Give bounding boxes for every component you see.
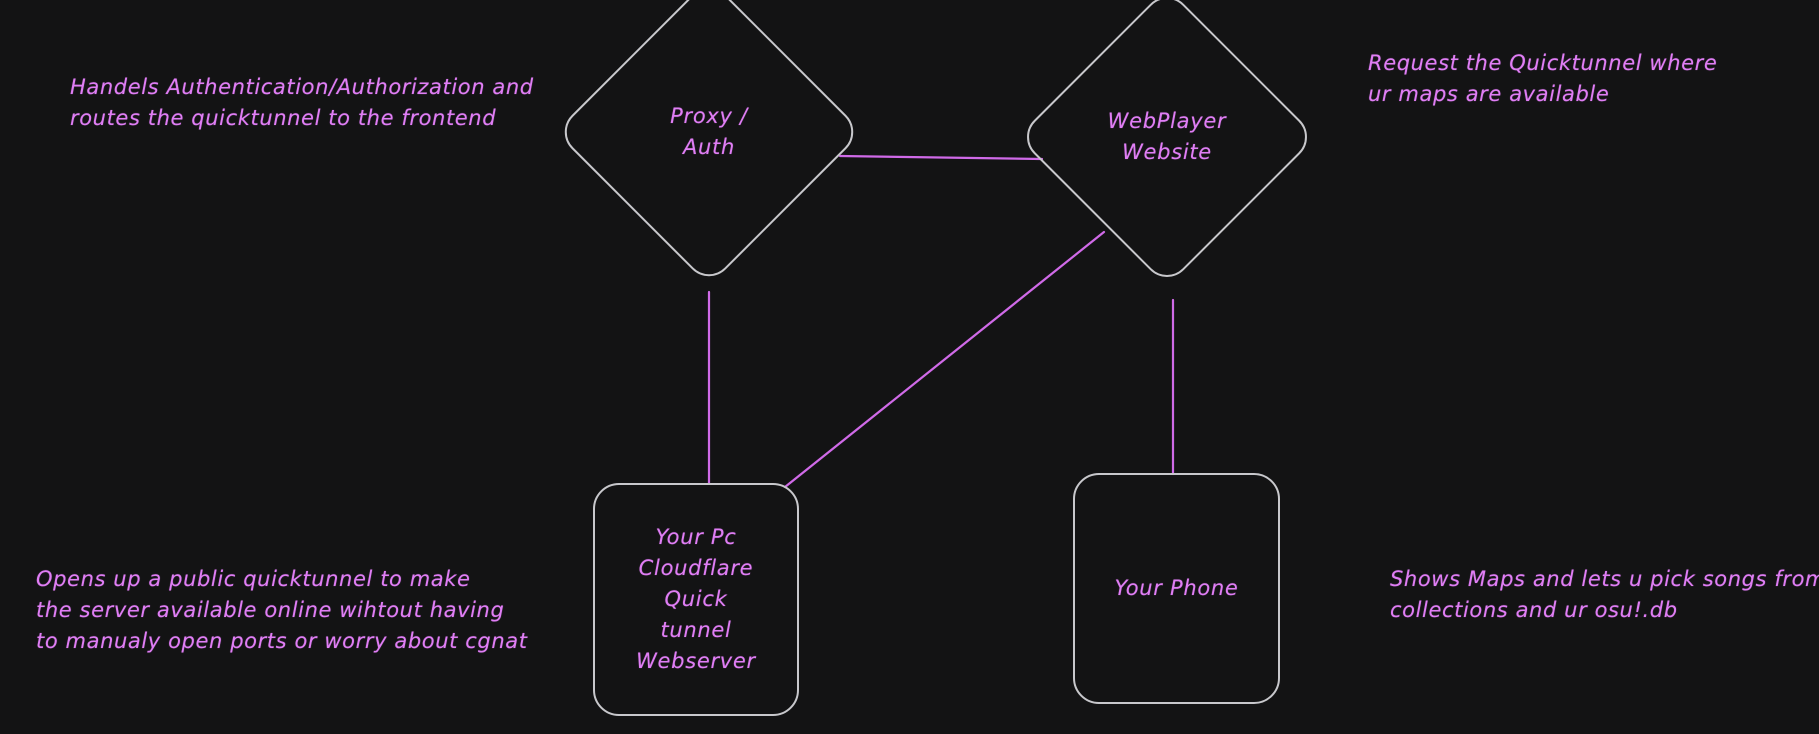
node-label-your-phone: Your Phone — [1114, 576, 1239, 600]
node-label-proxy: Proxy / Auth — [670, 104, 748, 159]
rect-outline-your-pc — [593, 483, 799, 716]
node-webplayer-website[interactable]: WebPlayer Website — [1017, 0, 1317, 287]
edge-proxy-to-web — [838, 154, 1044, 161]
rect-outline-your-phone — [1073, 473, 1280, 704]
node-your-phone[interactable]: Your Phone — [1073, 473, 1280, 704]
edge-web-to-pc — [783, 230, 1106, 489]
annotation-webplayer: Request the Quicktunnel where ur maps ar… — [1368, 51, 1718, 106]
node-proxy-auth[interactable]: Proxy / Auth — [554, 0, 864, 287]
annotation-proxy-auth: Handels Authentication/Authorization and… — [70, 75, 534, 130]
node-label-webplayer: WebPlayer Website — [1107, 109, 1227, 164]
annotation-your-phone: Shows Maps and lets u pick songs from co… — [1390, 567, 1819, 622]
annotation-your-pc: Opens up a public quicktunnel to make th… — [36, 567, 528, 653]
node-your-pc[interactable]: Your Pc Cloudflare Quick tunnel Webserve… — [593, 483, 799, 716]
node-label-your-pc: Your Pc Cloudflare Quick tunnel Webserve… — [636, 525, 756, 673]
